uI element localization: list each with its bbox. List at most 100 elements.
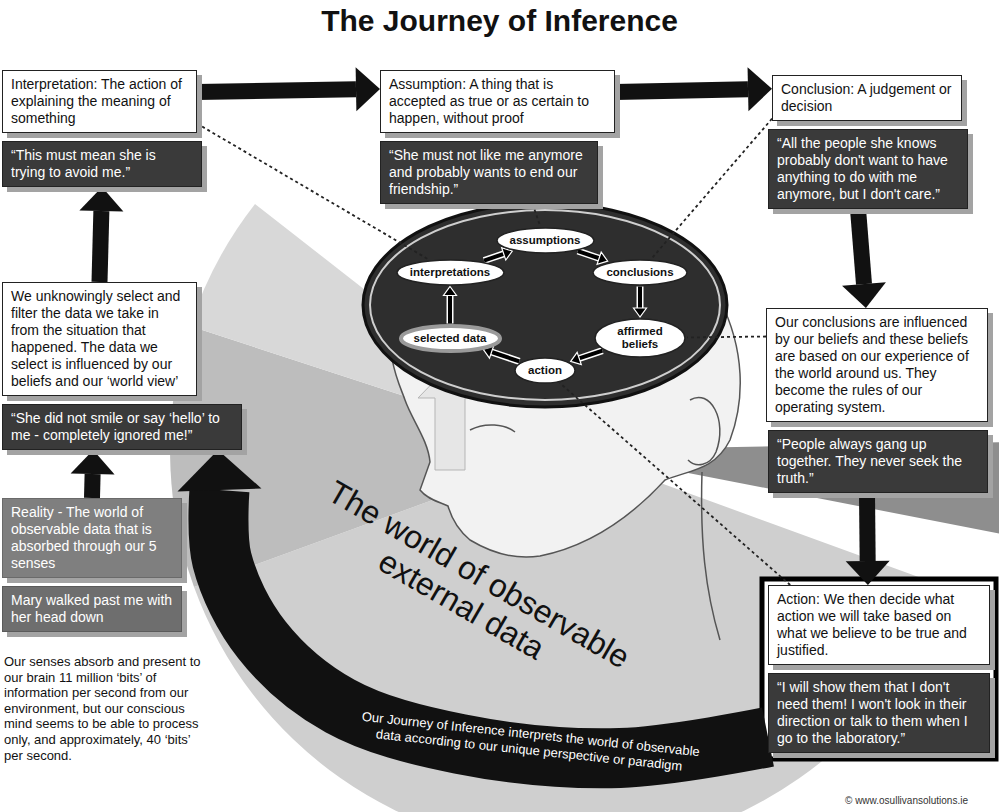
quote-box: “All the people she knows probably don't…	[768, 129, 968, 209]
ellipse-shape	[397, 260, 504, 285]
reality-box: Reality - The world of observable data t…	[2, 498, 182, 578]
arrow-head	[571, 352, 582, 364]
arrow-shaft	[579, 351, 602, 359]
node-text: assumptions	[510, 234, 581, 247]
flow-arrow	[71, 450, 115, 498]
flow-arrow	[197, 67, 380, 111]
thought-ellipse: selected data	[399, 324, 502, 353]
arrow-head	[79, 187, 123, 212]
flow-arrow	[79, 187, 123, 282]
node-text: “She did not smile or say ‘hello’ to me …	[11, 410, 233, 444]
ellipse-shape	[593, 260, 687, 285]
ellipse-shape	[515, 358, 575, 383]
quote-box: “She did not smile or say ‘hello’ to me …	[2, 404, 242, 450]
head-neck	[702, 472, 720, 640]
flow-arrow	[615, 67, 772, 111]
flow-arrow	[483, 346, 519, 362]
arrow-shaft	[492, 352, 520, 361]
arrow-head	[634, 308, 647, 317]
flow-arrow	[842, 209, 886, 308]
leader-line	[687, 336, 766, 338]
arrow-shaft	[615, 89, 748, 92]
arrow-head	[846, 561, 890, 585]
flow-arrow	[177, 450, 768, 758]
arrow-head	[444, 287, 457, 296]
node-text: “All the people she knows probably don't…	[777, 135, 959, 203]
arrow-outline	[637, 287, 644, 309]
flow-arrow	[634, 287, 647, 318]
leader-line	[533, 204, 540, 226]
head-eye	[470, 425, 515, 432]
node-text: “This must mean she is trying to avoid m…	[11, 147, 193, 181]
arrow-outline	[579, 351, 602, 359]
thought-ellipse: interpretations	[395, 258, 506, 287]
action-frame	[762, 579, 996, 759]
copyright: © www.osullivansolutions.ie	[845, 795, 968, 807]
thought-ellipse: action	[513, 356, 577, 385]
leader-line	[652, 119, 772, 258]
definition-box: Conclusion: A judgement or decision	[772, 75, 962, 121]
node-text: “People always gang up together. They ne…	[777, 436, 979, 487]
node-text: Assumption: A thing that is accepted as …	[389, 76, 606, 127]
arrow-shaft	[858, 209, 864, 284]
arrow-head	[177, 450, 261, 491]
arrow-shaft	[578, 251, 599, 258]
thought-ellipse: conclusions	[591, 258, 689, 287]
footnote: Our senses absorb and present to our bra…	[4, 654, 209, 763]
arrow-shaft	[859, 493, 876, 561]
brain-rim	[370, 210, 720, 400]
quote-box: “This must mean she is trying to avoid m…	[2, 141, 202, 187]
node-text: Our conclusions are influenced by our be…	[775, 314, 979, 416]
head-ear	[688, 397, 720, 464]
arrow-shaft	[560, 383, 791, 585]
quote-box: “People always gang up together. They ne…	[768, 430, 988, 493]
definition-box: Assumption: A thing that is accepted as …	[380, 70, 615, 133]
flow-arrow	[846, 493, 890, 585]
definition-box: Our conclusions are influenced by our be…	[766, 308, 988, 422]
arrow-outline	[447, 296, 454, 324]
arrow-outline	[484, 254, 504, 261]
arrow-shaft	[100, 211, 102, 282]
thought-ellipse: assumptions	[495, 226, 596, 255]
node-text: affirmed beliefs	[608, 325, 672, 351]
definition-box: We unknowingly select and filter the dat…	[2, 282, 197, 396]
arrow-outline	[492, 352, 520, 361]
arrow-head	[356, 67, 380, 111]
node-text: “I will show them that I don't need them…	[777, 679, 981, 747]
arrow-shaft	[84, 474, 101, 498]
node-text: Action: We then decide what action we wi…	[777, 591, 981, 659]
flow-arrow	[484, 248, 512, 261]
arrow-head	[842, 282, 886, 308]
node-text: interpretations	[410, 266, 491, 279]
node-text: action	[528, 364, 562, 377]
flow-arrow	[578, 251, 608, 264]
diagram-title: The Journey of Inference	[0, 4, 999, 38]
thought-ellipse: affirmed beliefs	[593, 317, 687, 359]
leader-line	[560, 383, 791, 585]
arrow-head	[71, 450, 115, 475]
quote-box: “I will show them that I don't need them…	[768, 673, 990, 753]
arrow-shaft	[448, 296, 452, 324]
quote-box: “She must not like me anymore and probab…	[380, 141, 598, 204]
node-text: Reality - The world of observable data t…	[11, 504, 173, 572]
node-text: “She must not like me anymore and probab…	[389, 147, 589, 198]
arrow-shaft	[197, 89, 356, 92]
node-text: selected data	[414, 332, 487, 345]
definition-box: Action: We then decide what action we wi…	[768, 585, 990, 665]
flow-arrow	[444, 287, 457, 324]
arrow-shaft	[638, 287, 642, 309]
arrow-shaft	[533, 204, 540, 226]
ellipse-shape	[401, 326, 500, 351]
arrow-outline	[578, 251, 599, 258]
ellipse-shape	[595, 319, 685, 357]
ellipse-shape	[497, 228, 594, 253]
arrow-shaft	[652, 119, 772, 258]
flow-arrow	[571, 351, 603, 365]
definition-box: Interpretation: The action of explaining…	[2, 70, 197, 133]
arrow-shaft	[484, 254, 504, 261]
node-text: Interpretation: The action of explaining…	[11, 76, 188, 127]
node-text: Conclusion: A judgement or decision	[781, 81, 953, 115]
observation-box: Mary walked past me with her head down	[2, 586, 182, 632]
arrow-shaft	[687, 336, 766, 339]
arrow-head	[748, 67, 772, 111]
